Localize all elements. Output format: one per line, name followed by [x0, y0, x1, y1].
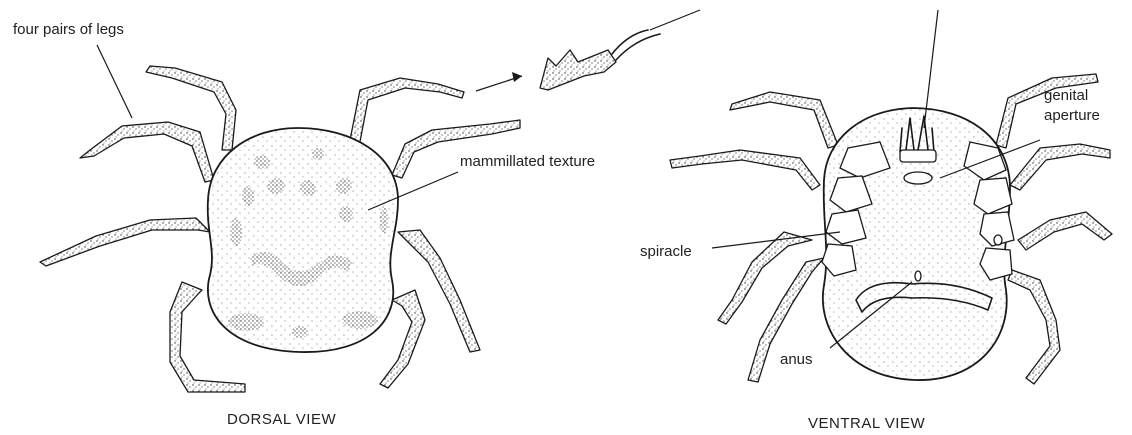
ventral-caption: VENTRAL VIEW	[808, 415, 925, 432]
legs-label: four pairs of legs	[13, 21, 124, 38]
spiracle-right	[994, 235, 1002, 245]
genital-label-line1: genital	[1044, 87, 1088, 104]
genital-aperture	[904, 172, 932, 184]
anus	[915, 271, 921, 281]
enlarged-leg-tip	[476, 10, 700, 91]
dorsal-view: four pairs of legs mammillated texture D…	[13, 21, 595, 428]
legs-leader	[97, 45, 132, 118]
ventral-view: genital aperture spiracle anus VENTRAL V…	[640, 10, 1112, 432]
genital-label-line2: aperture	[1044, 107, 1100, 124]
anus-label: anus	[780, 351, 813, 368]
spiracle-label: spiracle	[640, 243, 692, 260]
dorsal-caption: DORSAL VIEW	[227, 411, 336, 428]
texture-label: mammillated texture	[460, 153, 595, 170]
